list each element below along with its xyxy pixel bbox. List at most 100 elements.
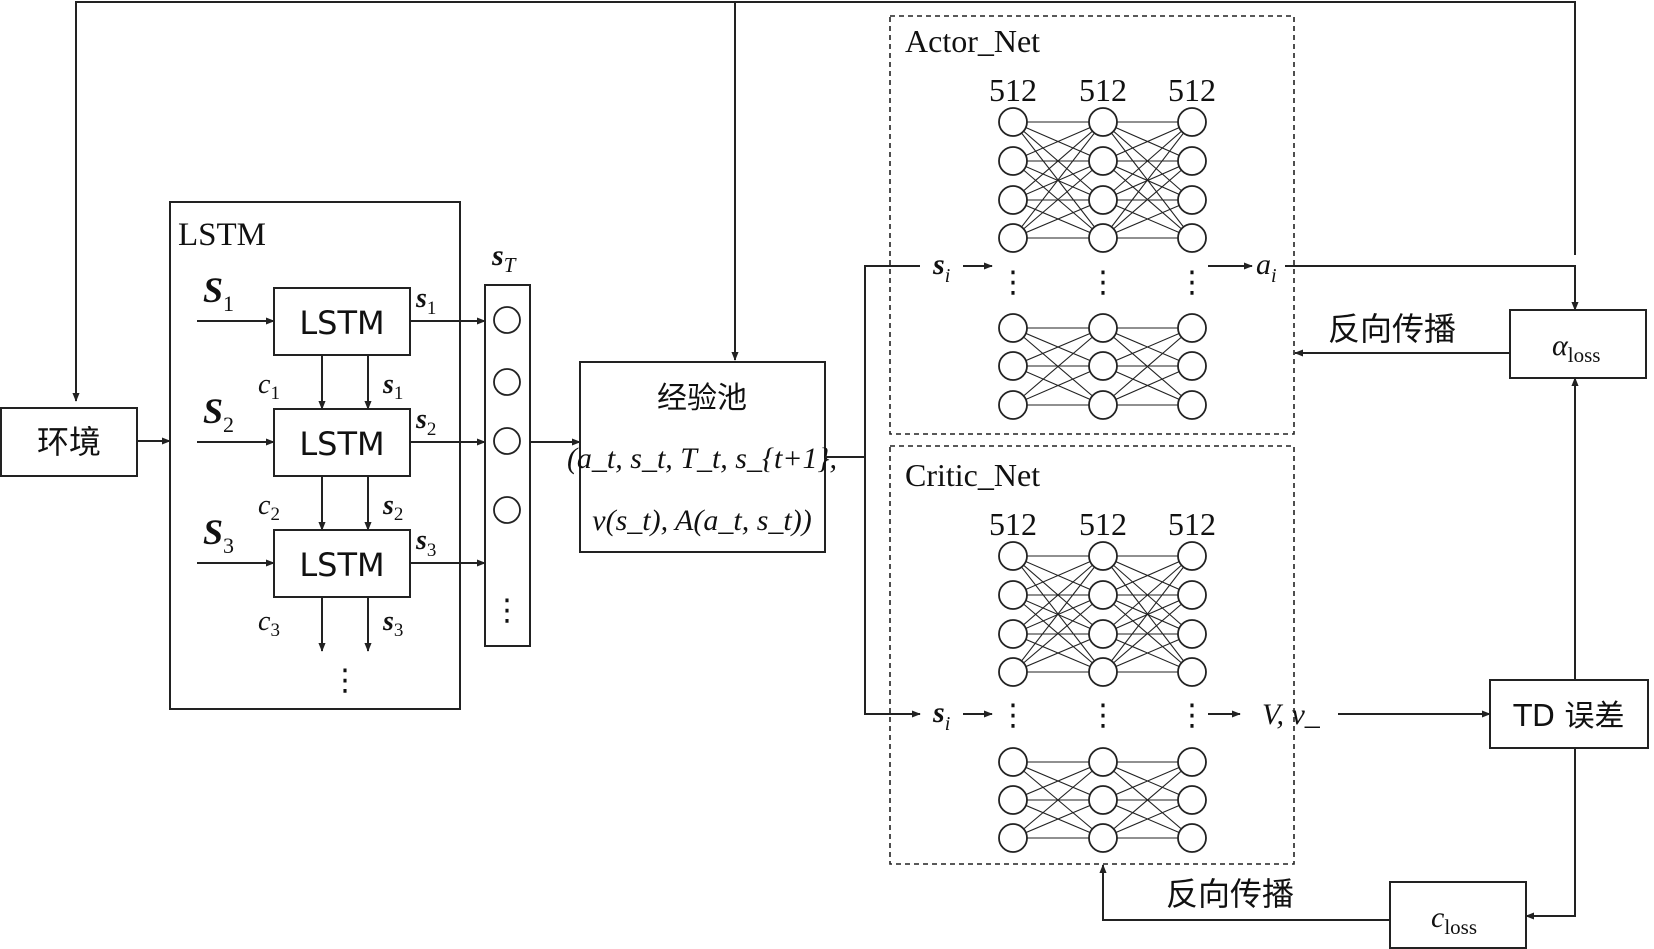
critic-ellipsis: ⋮ [998, 698, 1028, 733]
lstm-input-3-label: S3 [203, 512, 234, 558]
actor-net-connection [1012, 327, 1104, 367]
actor-backprop-label: 反向传播 [1328, 310, 1456, 348]
state-vector-node [493, 427, 521, 455]
actor-net-connection [1102, 121, 1193, 162]
lstm-output-3-label: s3 [415, 525, 436, 561]
td-error-label: TD 误差 [1513, 699, 1625, 734]
actor-net-connection [1102, 160, 1193, 239]
actor-net-connection [1102, 121, 1193, 239]
lstm-module-title: LSTM [178, 217, 266, 253]
critic-net-connection [1102, 799, 1193, 839]
actor-net-neuron [1177, 351, 1207, 381]
state-vector-box [484, 284, 531, 647]
actor-net-neuron [998, 223, 1028, 253]
replay-buffer-title: 经验池 [657, 381, 747, 416]
critic-net-neuron [1088, 823, 1118, 853]
critic-net-connection [1102, 555, 1193, 596]
critic-net-neuron [998, 747, 1028, 777]
cell-state-3-label: c3 [258, 606, 280, 641]
actor-input-label: si [932, 248, 950, 287]
actor-net-neuron [1177, 223, 1207, 253]
state-vector-ellipsis: ⋮ [492, 593, 522, 628]
actor-ellipsis: ⋮ [998, 265, 1028, 300]
c-loss-box [1389, 881, 1527, 949]
actor-layer-size-label: 512 [989, 72, 1037, 108]
actor-net-connection [1102, 365, 1193, 406]
critic-net-neuron [1088, 657, 1118, 687]
alpha-loss-label: αloss [1552, 329, 1600, 367]
critic-layer-size-label: 512 [989, 506, 1037, 542]
actor-net-connection [1012, 121, 1104, 162]
actor-net-neuron [998, 107, 1028, 137]
lstm-cell-3 [273, 529, 411, 598]
critic-ellipsis: ⋮ [1088, 698, 1118, 733]
critic-net-neuron [1088, 785, 1118, 815]
td-error-box [1489, 679, 1649, 749]
lstm-output-1-label: s1 [415, 283, 436, 319]
lstm-input-1-label: S1 [203, 270, 234, 316]
actor-net-neuron [1088, 107, 1118, 137]
lstm-ellipsis: ⋮ [330, 663, 360, 698]
hidden-state-1-label: s1 [382, 369, 403, 404]
critic-net-connection [1102, 555, 1193, 673]
actor-net-connection [1012, 160, 1104, 239]
arrow-c-loss-backprop [1099, 864, 1390, 921]
actor-net-neuron [1177, 146, 1207, 176]
actor-net-connection [1012, 199, 1104, 239]
actor-layer-size-label: 512 [1168, 72, 1216, 108]
critic-net-neuron [998, 785, 1028, 815]
actor-net-neuron [998, 146, 1028, 176]
critic-net-connection [1102, 761, 1193, 801]
actor-net-connection [1102, 327, 1193, 367]
critic-net-neuron [1177, 823, 1207, 853]
actor-net-neuron [1088, 146, 1118, 176]
actor-net-box [889, 15, 1295, 435]
environment-label: 环境 [37, 423, 101, 461]
actor-net-neuron [1177, 390, 1207, 420]
critic-net-neuron [1177, 619, 1207, 649]
critic-net-connection [1012, 555, 1104, 596]
critic-net-connection [1102, 594, 1193, 673]
state-vector-node [493, 368, 521, 396]
actor-net-neuron [998, 313, 1028, 343]
actor-net-neuron [998, 185, 1028, 215]
actor-layer-size-label: 512 [1079, 72, 1127, 108]
feedback-line-to-environment [72, 1, 1576, 402]
alpha-loss-box [1509, 309, 1647, 379]
actor-net-lower-layers [998, 313, 1207, 420]
environment-box [0, 407, 138, 477]
actor-output-label: ai [1256, 248, 1277, 287]
critic-net-neuron [998, 823, 1028, 853]
actor-net-neuron [1088, 223, 1118, 253]
actor-net-connection [1012, 121, 1104, 201]
actor-net-connection [1012, 327, 1104, 406]
critic-net-connection [1102, 555, 1193, 635]
critic-net-neuron [1177, 785, 1207, 815]
critic-input-label: si [932, 696, 950, 735]
actor-net-connection [1012, 365, 1104, 406]
state-vector-node [493, 496, 521, 524]
critic-net-connection [1012, 761, 1104, 839]
critic-net-neuron [1088, 541, 1118, 571]
critic-layer-size-label: 512 [1079, 506, 1127, 542]
lstm-cell-2 [273, 408, 411, 477]
actor-net-neuron [1088, 351, 1118, 381]
actor-net-connection [1102, 199, 1193, 239]
critic-net-upper-layers [998, 541, 1207, 687]
critic-net-neuron [998, 657, 1028, 687]
critic-ellipsis: ⋮ [1177, 698, 1207, 733]
arrow-replay-to-critic [864, 457, 921, 718]
critic-net-neuron [998, 580, 1028, 610]
critic-backprop-label: 反向传播 [1166, 875, 1294, 913]
critic-output-label: V, v_ [1262, 698, 1321, 731]
line-replay-to-actor [825, 265, 920, 458]
lstm-output-2-label: s2 [415, 404, 436, 440]
critic-net-neuron [1177, 541, 1207, 571]
critic-net-connection [1012, 594, 1104, 673]
cell-state-1-label: c1 [258, 369, 280, 404]
actor-ellipsis: ⋮ [1088, 265, 1118, 300]
c-loss-label: closs [1431, 901, 1477, 939]
actor-net-connection [1102, 327, 1193, 406]
actor-net-connection [1102, 121, 1193, 201]
